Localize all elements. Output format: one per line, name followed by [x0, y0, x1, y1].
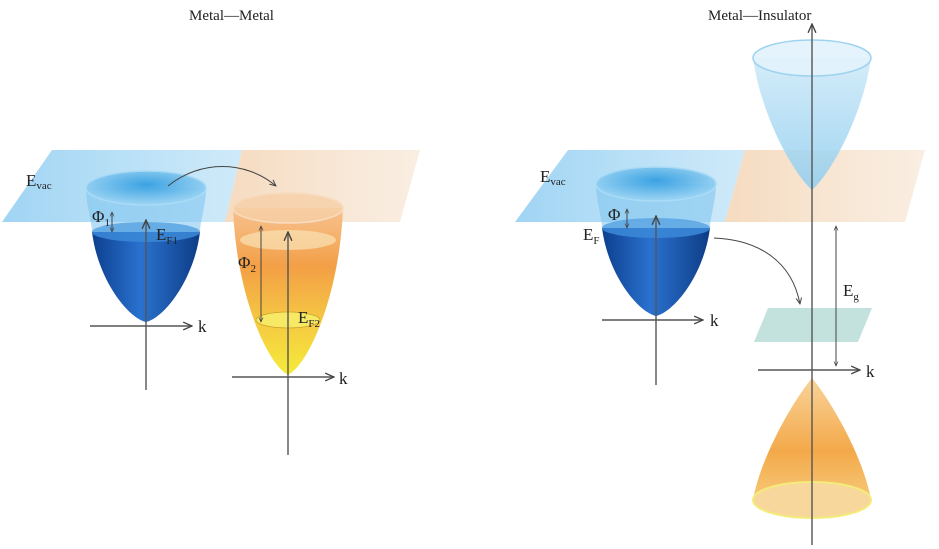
metal-k-label: k: [710, 311, 719, 330]
electron-transfer-arrow-gap: [713, 237, 800, 304]
metal1-k-label: k: [198, 317, 207, 336]
phi2-label: Φ2: [238, 253, 256, 275]
evac-label-left: Evac: [26, 171, 52, 192]
metal2-k-label: k: [339, 369, 348, 388]
electron-transfer-arrow: [167, 166, 276, 187]
ef1-label: EF1: [156, 225, 178, 247]
left-panel-title: Metal—Metal: [189, 8, 274, 24]
ef-label: EF: [583, 225, 600, 247]
ef2-label: EF2: [298, 308, 320, 330]
band-gap-plane: [754, 308, 872, 342]
eg-label: Eg: [843, 281, 859, 303]
metal-insulator-panel: Metal—Insulator k: [515, 8, 925, 545]
metal-metal-panel: Metal—Metal k k: [2, 8, 420, 455]
phi-label: Φ: [608, 205, 620, 224]
evac-label-right: Evac: [540, 167, 566, 188]
phi1-label: Φ1: [92, 207, 110, 229]
insulator-k-label: k: [866, 362, 875, 381]
vacuum-plane-insulator: [725, 150, 925, 222]
right-panel-title: Metal—Insulator: [708, 8, 811, 24]
